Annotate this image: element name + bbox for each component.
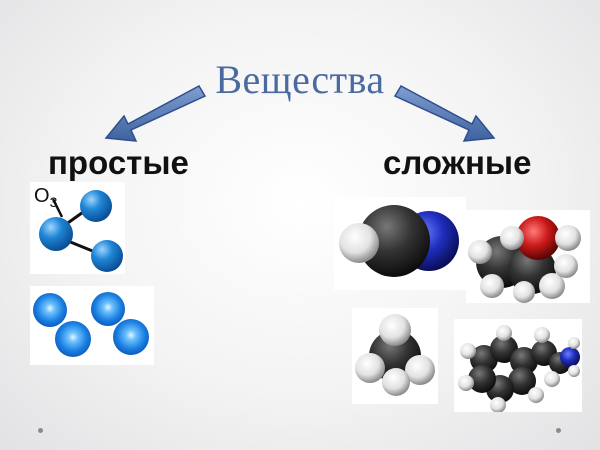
ozone-panel: [30, 182, 125, 274]
diatomic-molecules-icon: [33, 292, 149, 357]
ozone-molecule-icon: [39, 190, 123, 272]
ethanol-panel: [466, 210, 590, 303]
formula-subscript: 3: [49, 194, 58, 210]
hcn-panel: [334, 197, 466, 290]
page-title: Вещества: [215, 57, 385, 102]
corner-dot-right: [556, 428, 561, 433]
simple-substances-label: простые: [48, 144, 189, 181]
amine-panel: [454, 319, 582, 413]
hcn-molecule-icon: [339, 205, 459, 277]
amine-molecule-icon: [458, 325, 580, 413]
ethanol-molecule-icon: [468, 216, 581, 303]
arrow-left-icon: [104, 85, 207, 142]
ozone-formula: O3: [34, 185, 57, 210]
formula-symbol: O: [34, 185, 50, 207]
arrow-right-icon: [393, 85, 496, 142]
methane-molecule-icon: [355, 314, 435, 396]
corner-dot-left: [38, 428, 43, 433]
methane-panel: [352, 308, 438, 404]
diatomic-panel: [30, 286, 154, 365]
complex-substances-label: сложные: [383, 144, 532, 181]
